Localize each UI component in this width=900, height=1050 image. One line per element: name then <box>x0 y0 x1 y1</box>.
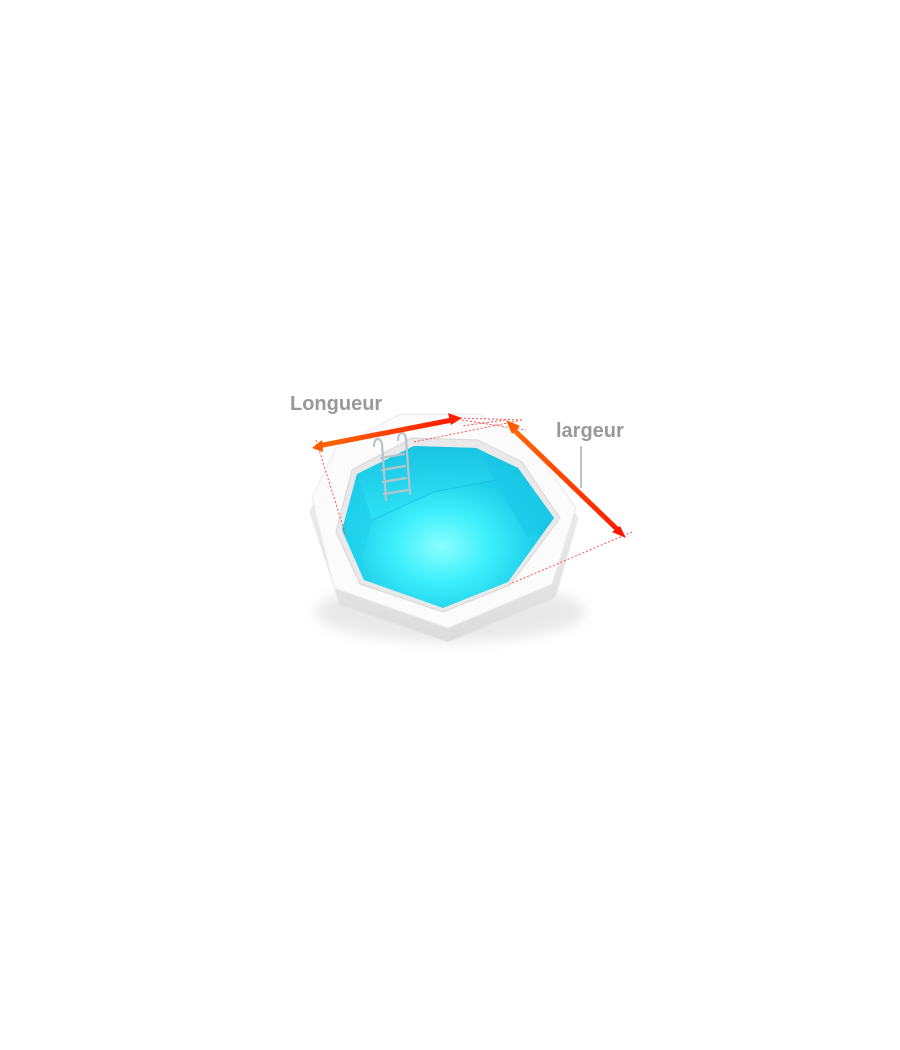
pool-ladder-icon <box>372 431 412 502</box>
length-label: Longueur <box>290 393 383 415</box>
pool-wall-back <box>357 446 496 520</box>
pool-wall-right <box>476 448 554 538</box>
width-label: largeur <box>556 420 624 442</box>
pool-wall-left <box>342 474 372 580</box>
pool-wall-edge <box>433 479 497 493</box>
width-arrow <box>506 420 626 538</box>
pool-wall-edge <box>371 491 435 521</box>
length-arrow <box>312 413 462 452</box>
